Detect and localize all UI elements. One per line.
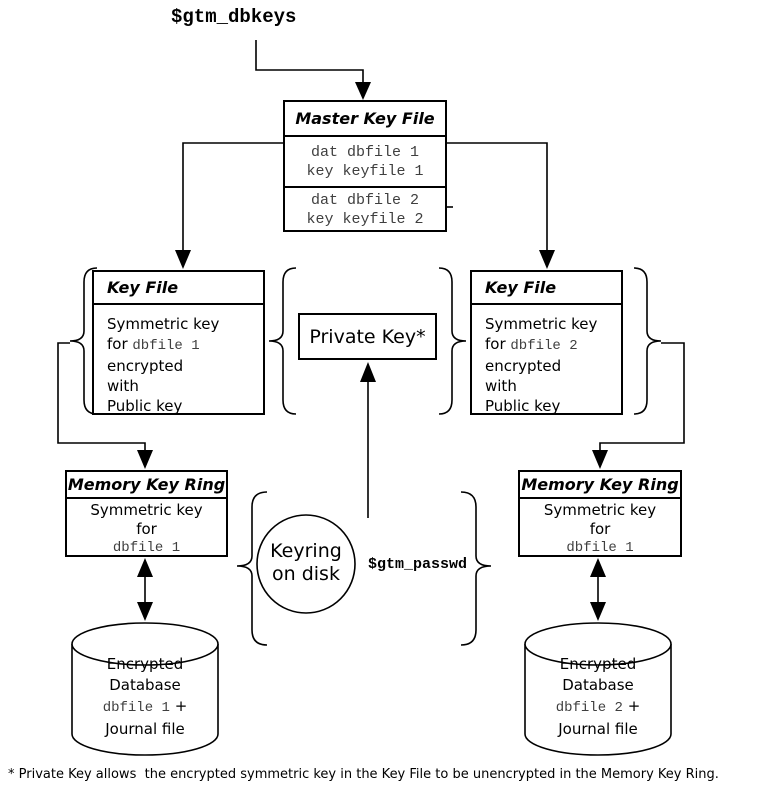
key-file-box-right: Key File Symmetric key for dbfile 2 encr… xyxy=(470,270,623,415)
db-right-dbfile: dbfile 2 xyxy=(555,700,623,716)
key-file-right-line2: for dbfile 2 xyxy=(485,334,621,356)
key-file-left-body: Symmetric key for dbfile 1 encrypted wit… xyxy=(94,305,263,416)
db-right-line1: Encrypted xyxy=(559,655,637,673)
keyring-line1: Keyring xyxy=(270,540,342,562)
memory-key-ring-box-left: Memory Key Ring Symmetric key for dbfile… xyxy=(65,470,228,557)
db-left-line3: dbfile 1 + xyxy=(82,696,208,719)
mkr-left-line1: Symmetric key xyxy=(90,501,203,519)
arrowhead-keyring-to-private-key xyxy=(360,362,376,382)
arrow-dbkeys-to-master xyxy=(255,40,364,84)
key-file-right-for: for xyxy=(485,335,506,353)
brace-far-right xyxy=(633,267,662,415)
key-file-right-line3: encrypted xyxy=(485,357,562,375)
arrowhead-mkr-db-right-down xyxy=(590,602,606,621)
master-entry1-key: key keyfile 1 xyxy=(306,162,424,180)
db-right-plus: + xyxy=(627,697,641,715)
db-left-line2: Database xyxy=(109,676,181,694)
arrowhead-keyfile-right-to-mkr xyxy=(592,450,608,469)
mkr-left-dbfile: dbfile 1 xyxy=(112,540,181,556)
keyring-on-disk-circle xyxy=(256,514,356,614)
keyring-on-disk-label: Keyring on disk xyxy=(246,540,366,586)
arrowhead-mkr-db-left-up xyxy=(137,558,153,577)
key-file-left-line5: Public key xyxy=(107,397,183,415)
db-right-line3: dbfile 2 + xyxy=(535,696,661,719)
master-entry2-dat: dat dbfile 2 xyxy=(310,192,420,209)
key-file-box-left: Key File Symmetric key for dbfile 1 encr… xyxy=(92,270,265,415)
mkr-left-line2: for xyxy=(136,520,157,538)
database-cylinder-right-body xyxy=(524,644,672,756)
arrowhead-mkr-db-right-up xyxy=(590,558,606,577)
db-right-line2: Database xyxy=(562,676,634,694)
arrowhead-keyfile-left-to-mkr xyxy=(137,450,153,469)
key-file-right-dbfile: dbfile 2 xyxy=(510,338,578,354)
key-file-left-line4: with xyxy=(107,377,139,395)
memory-key-ring-right-body: Symmetric key for dbfile 1 xyxy=(520,499,680,558)
key-file-left-line1: Symmetric key xyxy=(107,315,220,333)
key-file-left-title: Key File xyxy=(94,272,263,305)
brace-far-left xyxy=(69,267,98,415)
db-left-dbfile: dbfile 1 xyxy=(102,700,170,716)
key-file-right-line5: Public key xyxy=(485,397,561,415)
arrow-master-to-keyfile-left xyxy=(182,142,283,252)
db-left-line4: Journal file xyxy=(105,720,185,738)
key-file-right-line1: Symmetric key xyxy=(485,315,598,333)
mkr-right-line1: Symmetric key xyxy=(543,501,657,519)
key-file-right-body: Symmetric key for dbfile 2 encrypted wit… xyxy=(472,305,621,416)
memory-key-ring-right-title: Memory Key Ring xyxy=(520,472,680,499)
memory-key-ring-box-right: Memory Key Ring Symmetric key for dbfile… xyxy=(518,470,682,557)
database-right-label: Encrypted Database dbfile 2 + Journal fi… xyxy=(535,654,661,740)
key-file-left-line2: for dbfile 1 xyxy=(107,334,263,356)
master-key-file-title: Master Key File xyxy=(285,102,445,137)
footnote: * Private Key allows the encrypted symme… xyxy=(8,767,719,782)
arrowhead-master-to-keyfile-right xyxy=(539,250,555,269)
db-right-line4: Journal file xyxy=(558,720,638,738)
mkr-right-dbfile: dbfile 1 xyxy=(566,540,634,556)
brace-keyring-right xyxy=(460,491,492,646)
key-file-right-title: Key File xyxy=(472,272,621,305)
mkr-right-line2: for xyxy=(589,520,611,538)
master-key-file-box: Master Key File dat dbfile 1 key keyfile… xyxy=(283,100,447,232)
arrowhead-master-to-keyfile-left xyxy=(175,250,191,269)
database-left-label: Encrypted Database dbfile 1 + Journal fi… xyxy=(82,654,208,740)
arrowhead-mkr-db-left-down xyxy=(137,602,153,621)
gtm-passwd-label: $gtm_passwd xyxy=(368,556,468,573)
db-left-plus: + xyxy=(174,697,188,715)
key-file-left-dbfile: dbfile 1 xyxy=(132,338,200,354)
db-left-line1: Encrypted xyxy=(106,655,184,673)
keyring-line2: on disk xyxy=(272,563,340,585)
master-key-file-entry-1: dat dbfile 1 key keyfile 1 xyxy=(285,137,445,188)
brace-right-of-private-key xyxy=(438,267,467,415)
brace-keyring-left xyxy=(236,491,268,646)
arrow-keyfile-left-to-mkr xyxy=(57,342,146,452)
arrow-master-to-keyfile-right xyxy=(447,142,548,252)
database-cylinder-right-top xyxy=(524,622,672,666)
database-cylinder-left-body xyxy=(71,644,219,756)
database-cylinder-left-top xyxy=(71,622,219,666)
master-entry1-dat: dat dbfile 1 xyxy=(310,143,420,161)
master-entry2-key: key keyfile 2 xyxy=(306,211,424,228)
master-key-file-entry-2: dat dbfile 2 key keyfile 2 xyxy=(285,188,445,232)
key-file-left-line3: encrypted xyxy=(107,357,184,375)
key-file-left-for: for xyxy=(107,335,128,353)
arrow-keyfile-right-to-mkr xyxy=(599,342,685,452)
private-key-box: Private Key* xyxy=(298,313,437,360)
arrowhead-dbkeys-to-master xyxy=(355,82,371,100)
gtm-dbkeys-label: $gtm_dbkeys xyxy=(171,6,297,28)
key-file-right-line4: with xyxy=(485,377,517,395)
memory-key-ring-left-title: Memory Key Ring xyxy=(67,472,226,499)
memory-key-ring-left-body: Symmetric key for dbfile 1 xyxy=(67,499,226,558)
brace-left-of-private-key xyxy=(268,267,297,415)
